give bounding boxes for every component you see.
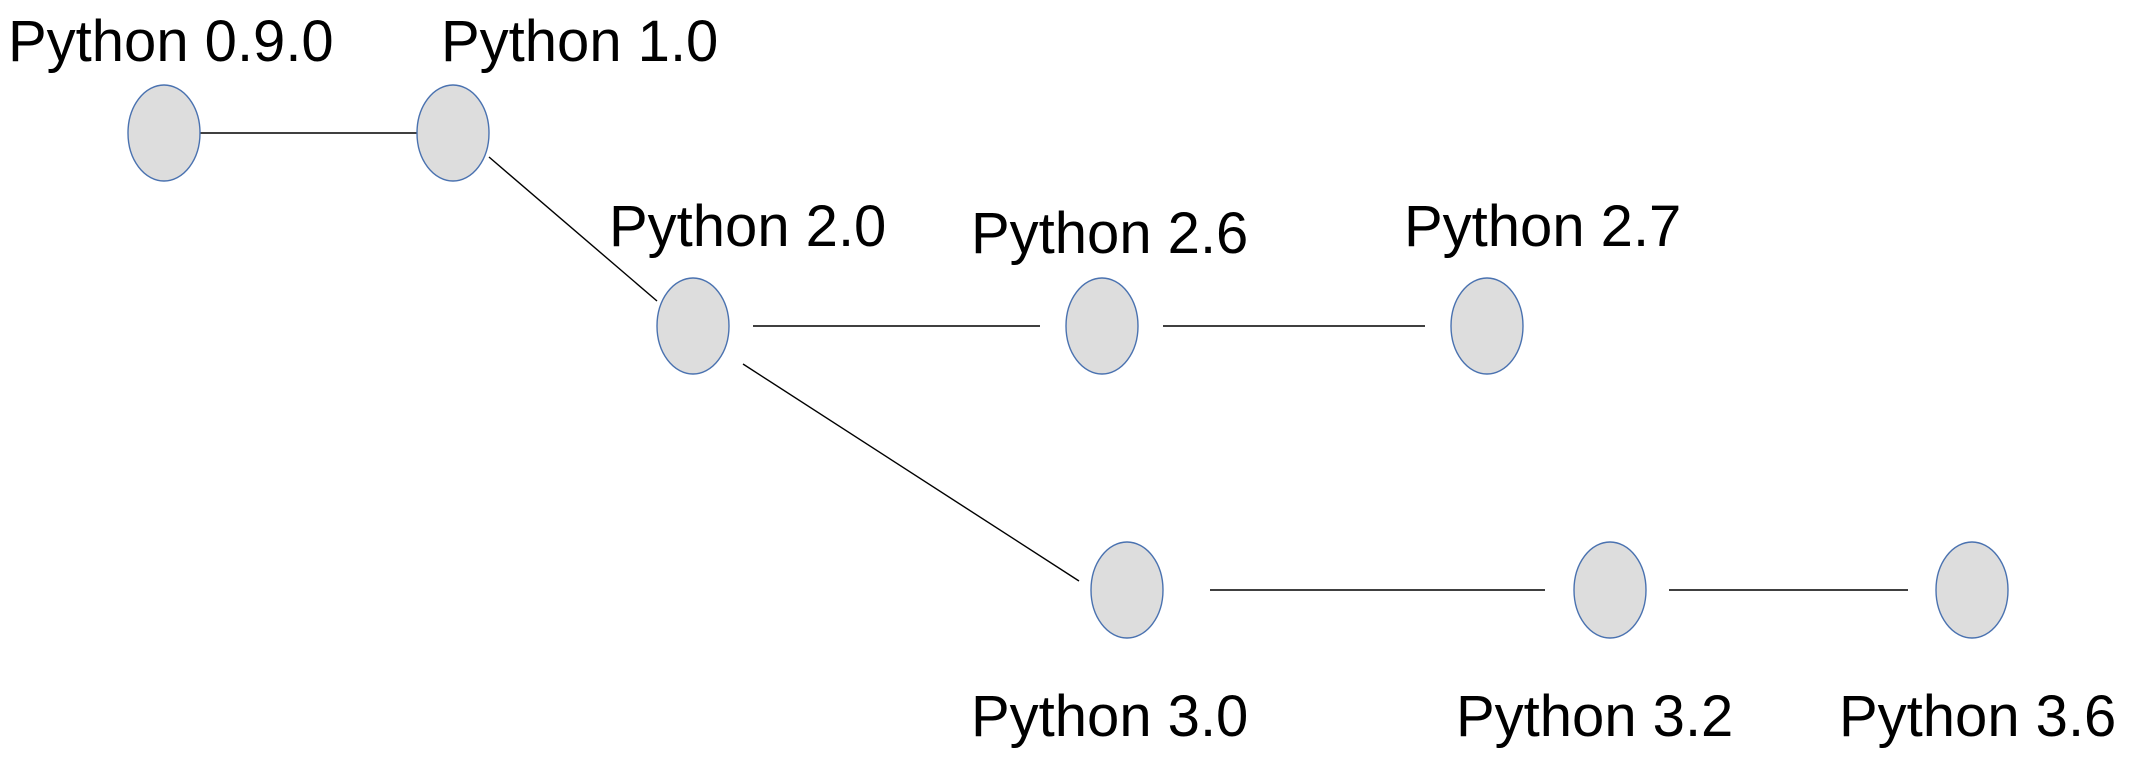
- edge-py10-py20: [488, 156, 658, 302]
- node-python-2-0[interactable]: [656, 277, 730, 375]
- label-python-2-7: Python 2.7: [1404, 194, 1681, 259]
- label-python-1-0: Python 1.0: [441, 9, 718, 74]
- node-python-3-2[interactable]: [1573, 541, 1647, 639]
- edges: [200, 132, 1908, 591]
- label-python-3-0: Python 3.0: [971, 684, 1248, 749]
- edge-py20-py30: [742, 363, 1080, 582]
- node-python-2-7[interactable]: [1450, 277, 1524, 375]
- label-python-3-2: Python 3.2: [1456, 684, 1733, 749]
- node-python-1-0[interactable]: [416, 84, 490, 182]
- labels: Python 0.9.0 Python 1.0 Python 2.0 Pytho…: [8, 9, 2116, 749]
- node-python-3-6[interactable]: [1935, 541, 2009, 639]
- label-python-3-6: Python 3.6: [1839, 684, 2116, 749]
- node-python-0-9-0[interactable]: [127, 84, 201, 182]
- label-python-2-0: Python 2.0: [609, 194, 886, 259]
- node-python-3-0[interactable]: [1090, 541, 1164, 639]
- label-python-2-6: Python 2.6: [971, 201, 1248, 266]
- nodes: [127, 84, 2009, 639]
- label-python-0-9-0: Python 0.9.0: [8, 9, 334, 74]
- node-python-2-6[interactable]: [1065, 277, 1139, 375]
